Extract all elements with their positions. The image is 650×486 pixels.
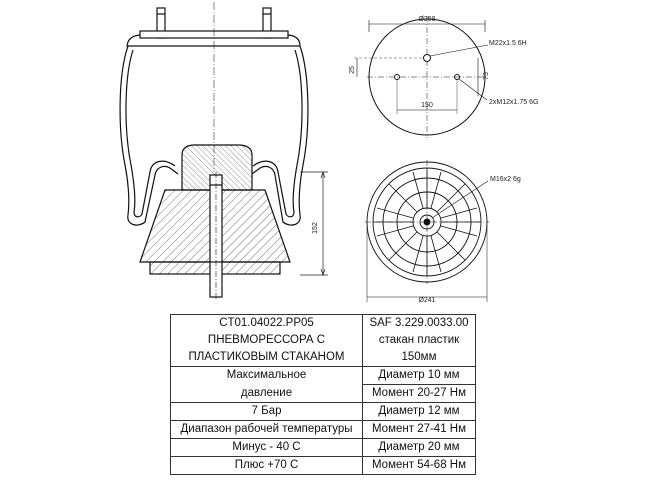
table-row: 7 Бар Диаметр 12 мм (170, 402, 476, 421)
bellows-outer (119, 45, 179, 226)
spec-cell: ПЛАСТИКОВЫМ СТАКАНОМ (170, 349, 363, 367)
bottom-diameter-label: Ø241 (418, 297, 435, 304)
thread-top-label: M22x1.5 6H (489, 40, 527, 47)
spec-cell: 150мм (362, 349, 476, 367)
top-diameter-label: Ø258 (418, 16, 435, 23)
table-row: Максимальное Диаметр 10 мм (170, 366, 476, 385)
spec-cell: SAF 3.229.0033.00 (362, 314, 476, 332)
spec-cell: Момент 54-68 Нм (362, 456, 476, 475)
dim-150-label: 150 (421, 102, 433, 109)
spec-cell: CT01.04022.PP05 (170, 314, 363, 332)
table-row: Плюс +70 С Момент 54-68 Нм (170, 456, 476, 475)
top-bead (126, 34, 301, 47)
spec-cell: Минус - 40 С (170, 438, 363, 457)
spec-table: CT01.04022.PP05 SAF 3.229.0033.00 ПНЕВМО… (170, 314, 476, 475)
bumper (181, 144, 253, 191)
table-row: Диапазон рабочей температуры Момент 27-4… (170, 420, 476, 439)
spec-cell: давление (170, 384, 363, 403)
table-row: давление Момент 20-27 Нм (170, 384, 476, 403)
spec-cell: Диаметр 20 мм (362, 438, 476, 457)
spec-cell: Максимальное (170, 366, 363, 385)
table-row: ПНЕВМОРЕССОРА С стакан пластик (170, 332, 476, 349)
spec-cell: Момент 27-41 Нм (362, 420, 476, 439)
spec-cell: Диаметр 12 мм (362, 402, 476, 421)
center-port (423, 54, 431, 62)
spec-cell: Момент 20-27 Нм (362, 384, 476, 403)
spec-cell: Диаметр 10 мм (362, 366, 476, 385)
spec-cell: Плюс +70 С (170, 456, 363, 475)
spec-cell: 7 Бар (170, 402, 363, 421)
thread-holes-label: 2xM12x1.75 6G (489, 99, 538, 106)
dimension-152-label: 152 (312, 222, 319, 234)
spec-cell: стакан пластик (362, 332, 476, 349)
mount-hole-left (394, 74, 400, 80)
mount-hole-right (454, 74, 460, 80)
dim-25-label: 25 (349, 66, 356, 74)
dim-73-label: 73 (483, 72, 490, 80)
dimension-152 (300, 170, 328, 277)
thread-bottom-label: M16x2 6g (490, 176, 521, 183)
spec-cell: ПНЕВМОРЕССОРА С (170, 332, 363, 349)
top-view (354, 16, 489, 138)
spec-cell: Диапазон рабочей температуры (170, 420, 363, 439)
bottom-view (365, 160, 489, 302)
table-row: ПЛАСТИКОВЫМ СТАКАНОМ 150мм (170, 349, 476, 367)
table-row: Минус - 40 С Диаметр 20 мм (170, 438, 476, 457)
technical-drawing: 152 Ø258 M22x1.5 6H 25 73 150 2xM12x1.75… (119, 2, 538, 304)
piston-ribs (373, 168, 481, 276)
table-row: CT01.04022.PP05 SAF 3.229.0033.00 (170, 314, 476, 332)
side-section-view (119, 2, 309, 300)
